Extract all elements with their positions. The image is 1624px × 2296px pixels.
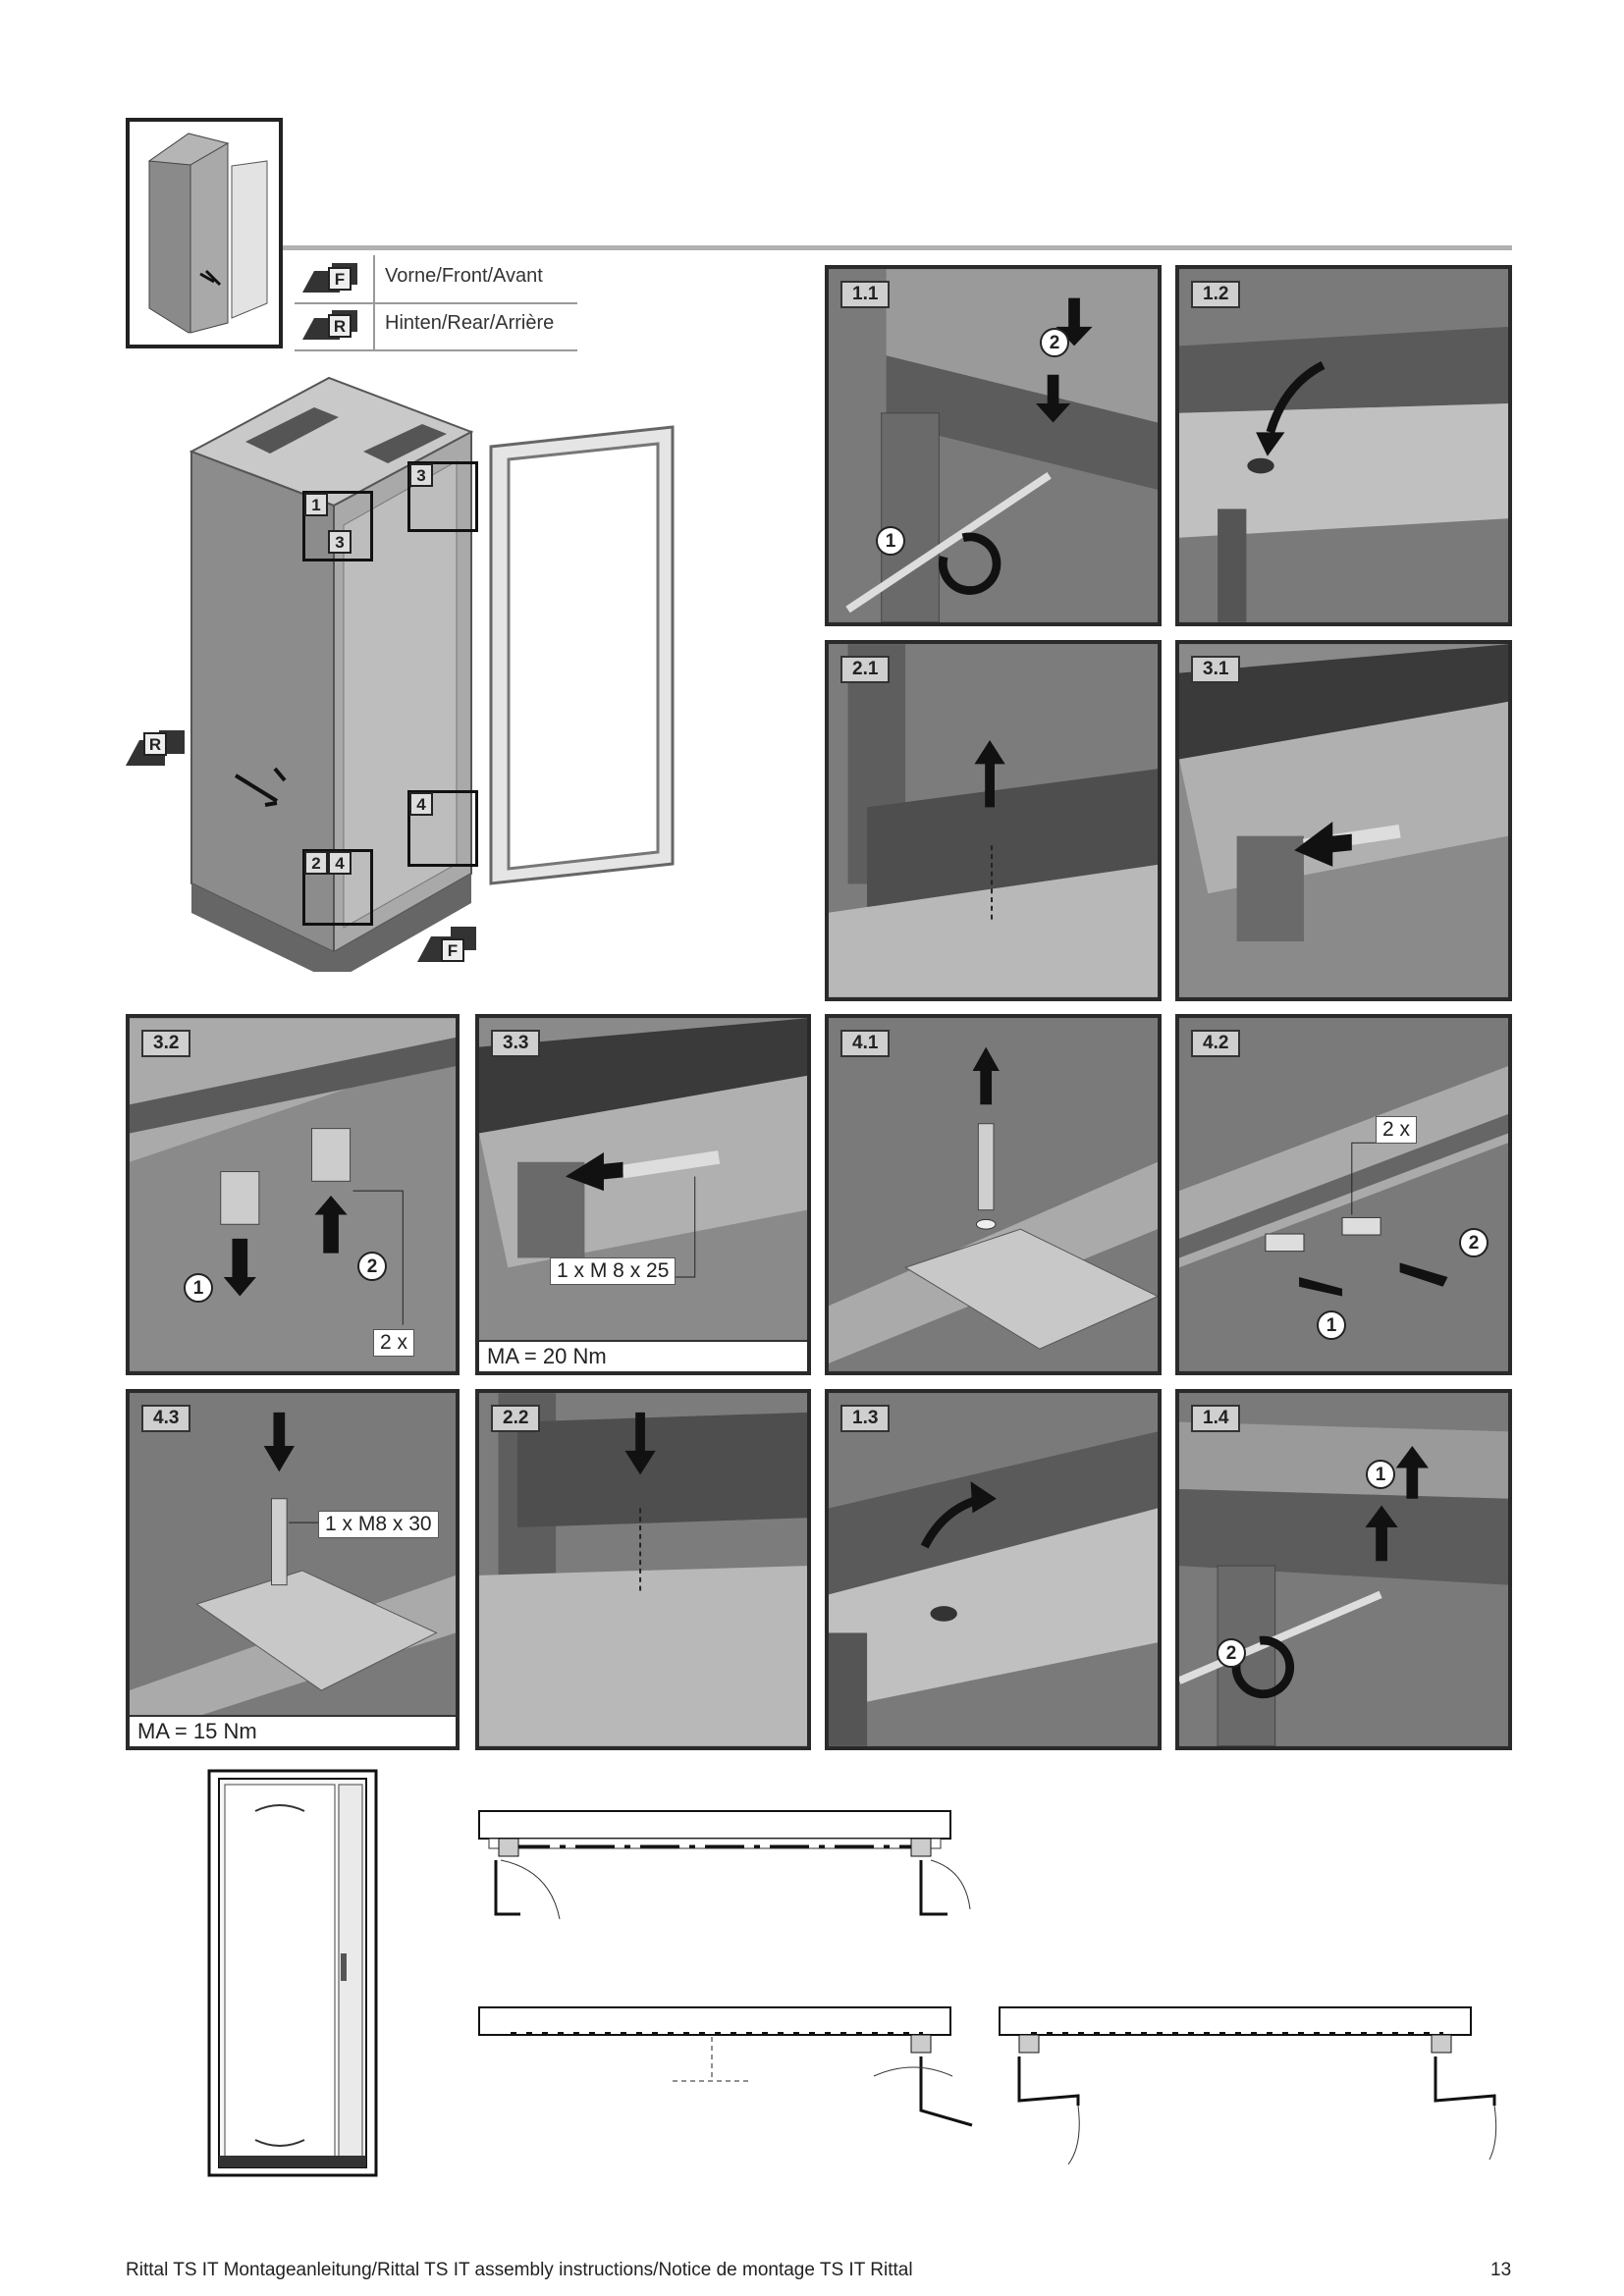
step-badge-1: 1	[184, 1273, 213, 1303]
step-4-2-illustration	[1179, 1018, 1508, 1371]
legend: F Vorne/Front/Avant R Hinten/Rear/Arrièr…	[295, 255, 577, 353]
header-rule	[283, 245, 1512, 250]
step-panel-1-3: 1.3	[825, 1389, 1162, 1750]
legend-front-arrow: F	[302, 263, 357, 293]
step-caption: 1 x M 8 x 25	[550, 1257, 677, 1285]
step-panel-4-3: 4.3 1 x M8 x 30 MA = 15 Nm	[126, 1389, 460, 1750]
step-4-3-illustration	[130, 1393, 456, 1746]
step-panel-1-2: 1.2	[1175, 265, 1512, 626]
thumbnail-illustration	[147, 133, 268, 334]
step-torque: MA = 15 Nm	[130, 1715, 456, 1746]
overview-box-3	[407, 461, 478, 532]
step-panel-3-1: 3.1	[1175, 640, 1512, 1001]
step-label: 4.2	[1191, 1030, 1241, 1057]
step-badge-2: 2	[1459, 1228, 1489, 1257]
step-label: 3.3	[491, 1030, 541, 1057]
step-badge-2: 2	[1040, 328, 1069, 357]
overview-rear-code: R	[143, 732, 167, 756]
step-panel-2-2: 2.2	[475, 1389, 811, 1750]
step-label: 1.2	[1191, 281, 1241, 308]
overview-marker-1: 1	[304, 493, 328, 516]
legend-front-code: F	[328, 267, 352, 291]
step-badge-1: 1	[1317, 1310, 1346, 1340]
hinge-diagram-1	[478, 1810, 971, 1920]
step-badge-1: 1	[876, 526, 905, 556]
cabinet-illustration	[189, 376, 675, 982]
step-badge-2: 2	[357, 1252, 387, 1281]
step-caption: 2 x	[373, 1329, 415, 1357]
step-torque: MA = 20 Nm	[479, 1340, 807, 1371]
overview-box-2-4	[302, 849, 373, 926]
legend-rear-arrow: R	[302, 310, 357, 340]
step-2-1-illustration	[829, 644, 1158, 997]
legend-rear-text: Hinten/Rear/Arrière	[385, 312, 555, 334]
step-1-1-illustration	[829, 269, 1158, 622]
door-illustration	[207, 1769, 378, 2177]
overview-box-4	[407, 790, 478, 867]
step-caption: 1 x M8 x 30	[318, 1511, 439, 1538]
step-label: 2.2	[491, 1405, 541, 1432]
step-label: 3.2	[141, 1030, 191, 1057]
overview-marker-4b: 4	[328, 851, 352, 875]
step-label: 1.4	[1191, 1405, 1241, 1432]
step-panel-2-1: 2.1	[825, 640, 1162, 1001]
step-1-2-illustration	[1179, 269, 1508, 622]
hinge-diagram-bottom-right	[992, 1998, 1502, 2169]
step-3-2-illustration	[130, 1018, 456, 1371]
step-caption: 2 x	[1376, 1116, 1418, 1144]
page-number: 13	[1490, 2260, 1512, 2280]
overview-front-code: F	[441, 938, 464, 962]
overview-box-1-3	[302, 491, 373, 561]
legend-front-text: Vorne/Front/Avant	[385, 265, 543, 287]
step-3-1-illustration	[1179, 644, 1508, 997]
legend-bottom-rule	[295, 349, 577, 351]
overview-marker-2: 2	[304, 851, 328, 875]
step-label: 1.1	[840, 281, 891, 308]
step-panel-1-4: 1.4 1 2	[1175, 1389, 1512, 1750]
step-1-4-illustration	[1179, 1393, 1508, 1746]
step-3-3-illustration	[479, 1018, 807, 1371]
overview-rear-arrow: R	[126, 728, 185, 766]
step-2-2-illustration	[479, 1393, 807, 1746]
thumbnail-cabinet	[126, 118, 283, 348]
step-1-3-illustration	[829, 1393, 1158, 1746]
legend-rear-code: R	[328, 314, 352, 338]
step-panel-3-2: 3.2 1 2 2 x	[126, 1014, 460, 1375]
step-panel-4-1: 4.1	[825, 1014, 1162, 1375]
overview-marker-3b: 3	[409, 463, 433, 487]
step-panel-3-3: 3.3 1 x M 8 x 25 MA = 20 Nm	[475, 1014, 811, 1375]
step-4-1-illustration	[829, 1018, 1158, 1371]
legend-divider	[295, 302, 577, 304]
step-panel-1-1: 1.1 2 1	[825, 265, 1162, 626]
hinge-diagram-3	[999, 2006, 1497, 2165]
step-badge-1: 1	[1366, 1460, 1395, 1489]
overview-marker-3a: 3	[328, 530, 352, 554]
legend-vline	[373, 255, 375, 349]
hinge-diagram-2	[478, 2006, 973, 2127]
step-label: 4.1	[840, 1030, 891, 1057]
overview-marker-4: 4	[409, 792, 433, 816]
footer-text: Rittal TS IT Montageanleitung/Rittal TS …	[126, 2260, 913, 2280]
door-front-view	[201, 1767, 383, 2179]
step-label: 1.3	[840, 1405, 891, 1432]
hinge-diagram-bottom-left	[471, 1998, 992, 2145]
step-badge-2: 2	[1217, 1638, 1246, 1668]
overview-front-arrow: F	[417, 925, 476, 962]
step-label: 3.1	[1191, 656, 1241, 683]
hinge-diagram-top	[471, 1801, 992, 1939]
step-panel-4-2: 4.2 2 x 2 1	[1175, 1014, 1512, 1375]
step-label: 2.1	[840, 656, 891, 683]
step-label: 4.3	[141, 1405, 191, 1432]
overview-double-arrow	[432, 795, 530, 844]
overview-cabinet: 1 3 3 4 2 4	[118, 363, 707, 982]
